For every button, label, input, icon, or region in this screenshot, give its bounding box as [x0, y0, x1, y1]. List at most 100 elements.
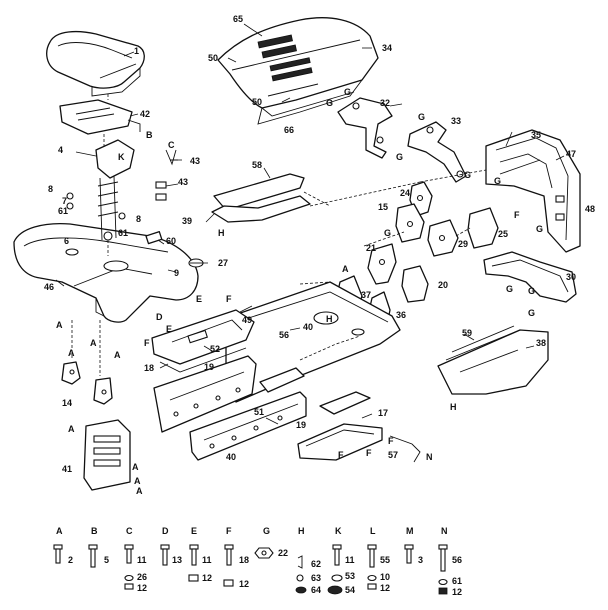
callout-9: 9: [174, 268, 179, 278]
cap-icon: [327, 585, 343, 595]
callout-39: 39: [182, 216, 192, 226]
tag-letter: G: [326, 98, 333, 108]
key-part-10: 10: [380, 572, 390, 582]
tag-letter: C: [168, 140, 175, 150]
washer-icon: [438, 578, 448, 586]
bracket-29-part: [427, 219, 459, 257]
tag-letter: F: [388, 436, 394, 446]
tag-letter: G: [528, 308, 535, 318]
tag-letter: F: [144, 338, 150, 348]
key-letter-g: G: [263, 526, 270, 536]
callout-43: 43: [178, 177, 188, 187]
tag-letter: G: [396, 152, 403, 162]
seat-part: [46, 30, 145, 97]
key-letter-f: F: [226, 526, 232, 536]
front-bumper-part: [483, 251, 577, 303]
callout-50: 50: [252, 97, 262, 107]
callout-18: 18: [144, 363, 154, 373]
callout-19: 19: [204, 362, 214, 372]
hardware-group-k: K 11 53 54: [327, 526, 355, 595]
tag-letter: G: [528, 286, 535, 296]
hardware-group-b: B 5: [88, 526, 109, 568]
tag-letter: G: [464, 170, 471, 180]
key-part-12: 12: [239, 579, 249, 589]
hardware-key: A 2 B 5 C 11 26 12: [53, 526, 462, 597]
bracket-25-part: [467, 207, 499, 249]
callout-59: 59: [462, 328, 472, 338]
callout-27: 27: [218, 258, 228, 268]
callout-14: 14: [62, 398, 72, 408]
callout-50: 50: [208, 53, 218, 63]
key-letter-l: L: [370, 526, 376, 536]
ring-icon: [296, 574, 304, 582]
key-letter-b: B: [91, 526, 98, 536]
key-letter-d: D: [162, 526, 169, 536]
plate-60-part: [145, 231, 163, 245]
tag-letter: G: [418, 112, 425, 122]
rail-58-part: [211, 173, 331, 223]
bolt-icon: [438, 544, 448, 572]
tag-letter: A: [68, 348, 75, 358]
callout-8: 8: [48, 184, 53, 194]
rear-fender-part: [437, 325, 549, 395]
callout-41: 41: [62, 464, 72, 474]
bracket-20-part: [401, 265, 429, 303]
key-part-12: 12: [137, 583, 147, 593]
tag-letter: A: [134, 476, 141, 486]
washer-icon: [367, 574, 377, 582]
hardware-group-f: F 18 12: [223, 526, 249, 589]
callout-labels: 1 65 34 50 50 66 42 32 33 35 47 48 4 43 …: [44, 14, 595, 474]
callout-35: 35: [531, 130, 541, 140]
tag-letter: H: [218, 228, 225, 238]
tag-letter: G: [384, 228, 391, 238]
panel-41-part: [83, 419, 131, 491]
callout-19: 19: [296, 420, 306, 430]
key-letter-e: E: [191, 526, 197, 536]
assembly-lines: [71, 94, 487, 376]
key-part-12: 12: [202, 573, 212, 583]
tag-letter: A: [90, 338, 97, 348]
step-plate-part: [297, 391, 421, 463]
callout-1: 1: [134, 46, 139, 56]
seat-pan-part: [59, 99, 141, 135]
callout-29: 29: [458, 239, 468, 249]
tag-letter: F: [366, 448, 372, 458]
hardware-group-e: E 11 12: [188, 526, 212, 583]
key-part-55: 55: [380, 555, 390, 565]
bolt-icon: [224, 544, 234, 566]
key-letter-n: N: [441, 526, 448, 536]
key-part-2: 2: [68, 555, 73, 565]
callout-37: 37: [361, 290, 371, 300]
hardware-group-n: N 56 61 12: [438, 526, 462, 597]
callout-40: 40: [226, 452, 236, 462]
nut-icon: [188, 574, 199, 582]
callout-38: 38: [536, 338, 546, 348]
key-part-64: 64: [311, 585, 321, 595]
hardware-group-g: G 22: [254, 526, 288, 559]
tag-letter: G: [506, 284, 513, 294]
callout-33: 33: [451, 116, 461, 126]
pivot-bracket-part: [407, 121, 467, 183]
key-part-11: 11: [202, 555, 212, 565]
key-part-62: 62: [311, 559, 321, 569]
callout-30: 30: [566, 272, 576, 282]
key-letter-c: C: [126, 526, 133, 536]
callout-17: 17: [378, 408, 388, 418]
callout-49: 49: [242, 315, 252, 325]
tag-letter: G: [344, 87, 351, 97]
flange-nut-icon: [254, 547, 274, 559]
key-letter-a: A: [56, 526, 63, 536]
callout-43: 43: [190, 156, 200, 166]
hood-bracket-part: [337, 97, 393, 159]
tag-letter: A: [68, 424, 75, 434]
tag-letter: A: [114, 350, 121, 360]
cap-icon: [295, 586, 307, 594]
hardware-group-l: L 55 10 12: [367, 526, 390, 593]
key-part-22: 22: [278, 548, 288, 558]
key-part-18: 18: [239, 555, 249, 565]
key-part-61: 61: [452, 576, 462, 586]
main-frame-part: [153, 281, 401, 461]
key-part-63: 63: [311, 573, 321, 583]
bolt-icon: [88, 544, 98, 568]
callout-25: 25: [498, 229, 508, 239]
